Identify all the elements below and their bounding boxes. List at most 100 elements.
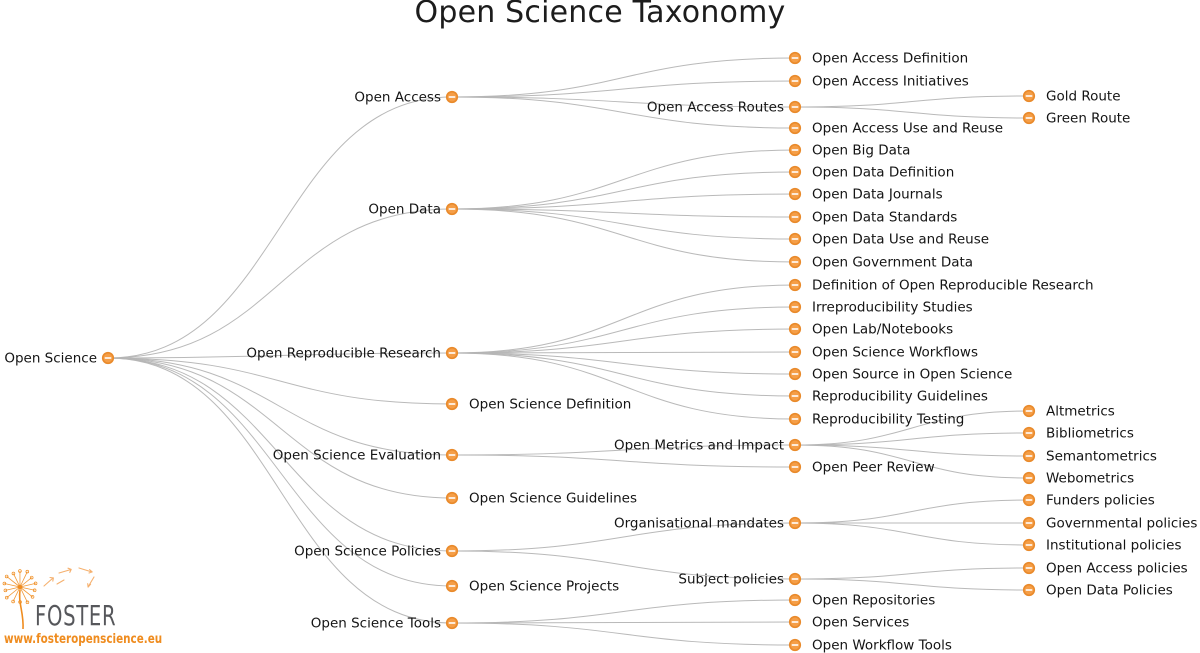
tree-link (451, 599, 796, 624)
tree-node[interactable] (788, 121, 802, 135)
tree-node[interactable] (788, 389, 802, 403)
tree-node[interactable] (788, 615, 802, 629)
tree-link (107, 357, 453, 405)
tree-node-label: Gold Route (1046, 88, 1121, 104)
dandelion-ray (5, 586, 21, 591)
tree-node[interactable] (101, 351, 115, 365)
dandelion-seed (5, 595, 9, 600)
tree-link (451, 57, 796, 98)
tree-node[interactable] (1022, 426, 1036, 440)
tree-node[interactable] (788, 165, 802, 179)
tree-node[interactable] (788, 516, 802, 530)
dandelion-ray (6, 576, 21, 588)
dandelion-ray (13, 573, 21, 588)
tree-node-label: Open Peer Review (812, 459, 935, 475)
tree-node[interactable] (445, 544, 459, 558)
tree-node[interactable] (788, 412, 802, 426)
tree-node[interactable] (788, 460, 802, 474)
tree-link (794, 444, 1030, 457)
dandelion-seed (25, 569, 30, 574)
tree-node[interactable] (788, 278, 802, 292)
tree-node-label: Open Workflow Tools (812, 637, 952, 653)
tree-node-label: Open Science Workflows (812, 344, 978, 360)
tree-node-label: Bibliometrics (1046, 425, 1134, 441)
tree-node[interactable] (788, 232, 802, 246)
dandelion-icon (2, 567, 95, 630)
tree-link (107, 96, 453, 359)
tree-node[interactable] (445, 397, 459, 411)
tree-node[interactable] (445, 202, 459, 216)
tree-node[interactable] (1022, 538, 1036, 552)
tree-node[interactable] (788, 593, 802, 607)
tree-node[interactable] (788, 51, 802, 65)
tree-node[interactable] (1022, 516, 1036, 530)
foster-logo: FOSTER www.fosteropenscience.eu (0, 563, 170, 653)
tree-node[interactable] (1022, 404, 1036, 418)
tree-node-label: Reproducibility Testing (812, 411, 964, 427)
tree-node-label: Open Data Definition (812, 164, 954, 180)
tree-node[interactable] (445, 346, 459, 360)
dandelion-seed (33, 581, 38, 586)
tree-node[interactable] (1022, 583, 1036, 597)
tree-link (451, 208, 796, 263)
tree-node-label: Reproducibility Guidelines (812, 388, 988, 404)
tree-node-label: Open Access (354, 89, 441, 105)
tree-link (451, 328, 796, 354)
tree-node[interactable] (788, 255, 802, 269)
dandelion-seed (30, 595, 35, 599)
tree-node[interactable] (445, 616, 459, 630)
tree-node[interactable] (788, 438, 802, 452)
tree-node[interactable] (445, 491, 459, 505)
tree-link (451, 352, 796, 397)
tree-node[interactable] (788, 572, 802, 586)
tree-node[interactable] (788, 187, 802, 201)
tree-link (451, 621, 796, 624)
page-title: Open Science Taxonomy (414, 0, 786, 30)
tree-node[interactable] (788, 322, 802, 336)
tree-link (794, 95, 1030, 108)
tree-node[interactable] (1022, 89, 1036, 103)
tree-node[interactable] (445, 448, 459, 462)
flying-seed-doodle (43, 576, 54, 587)
tree-node-label: Semantometrics (1046, 448, 1157, 464)
tree-node[interactable] (1022, 111, 1036, 125)
tree-node[interactable] (788, 100, 802, 114)
tree-node[interactable] (788, 300, 802, 314)
dandelion-seed (11, 571, 16, 576)
tree-link (107, 357, 453, 456)
tree-node[interactable] (788, 367, 802, 381)
tree-node[interactable] (445, 579, 459, 593)
tree-node[interactable] (788, 345, 802, 359)
dandelion-ray (6, 586, 21, 598)
tree-link (794, 444, 1030, 479)
tree-link (107, 357, 453, 624)
tree-node[interactable] (788, 210, 802, 224)
tree-node-label: Open Data Standards (812, 209, 957, 225)
tree-node[interactable] (1022, 561, 1036, 575)
tree-node-label: Open Access Routes (647, 99, 784, 115)
tree-node[interactable] (1022, 471, 1036, 485)
tree-node-label: Open Government Data (812, 254, 973, 270)
tree-node-label: Open Big Data (812, 142, 910, 158)
tree-node[interactable] (788, 638, 802, 652)
tree-node-label: Governmental policies (1046, 515, 1197, 531)
tree-link (451, 208, 796, 240)
tree-link (451, 622, 796, 646)
tree-node[interactable] (445, 90, 459, 104)
tree-node[interactable] (788, 74, 802, 88)
tree-link (451, 351, 796, 354)
tree-link (451, 80, 796, 98)
tree-link (451, 171, 796, 210)
tree-node-label: Open Reproducible Research (246, 345, 441, 361)
tree-link (451, 352, 796, 375)
tree-node-label: Green Route (1046, 110, 1130, 126)
tree-node-label: Open Science Tools (311, 615, 441, 631)
tree-link (107, 357, 453, 499)
tree-node[interactable] (1022, 493, 1036, 507)
tree-link (451, 96, 796, 129)
tree-node-label: Open Science Evaluation (273, 447, 441, 463)
tree-node[interactable] (788, 143, 802, 157)
tree-node[interactable] (1022, 449, 1036, 463)
tree-link (107, 208, 453, 359)
